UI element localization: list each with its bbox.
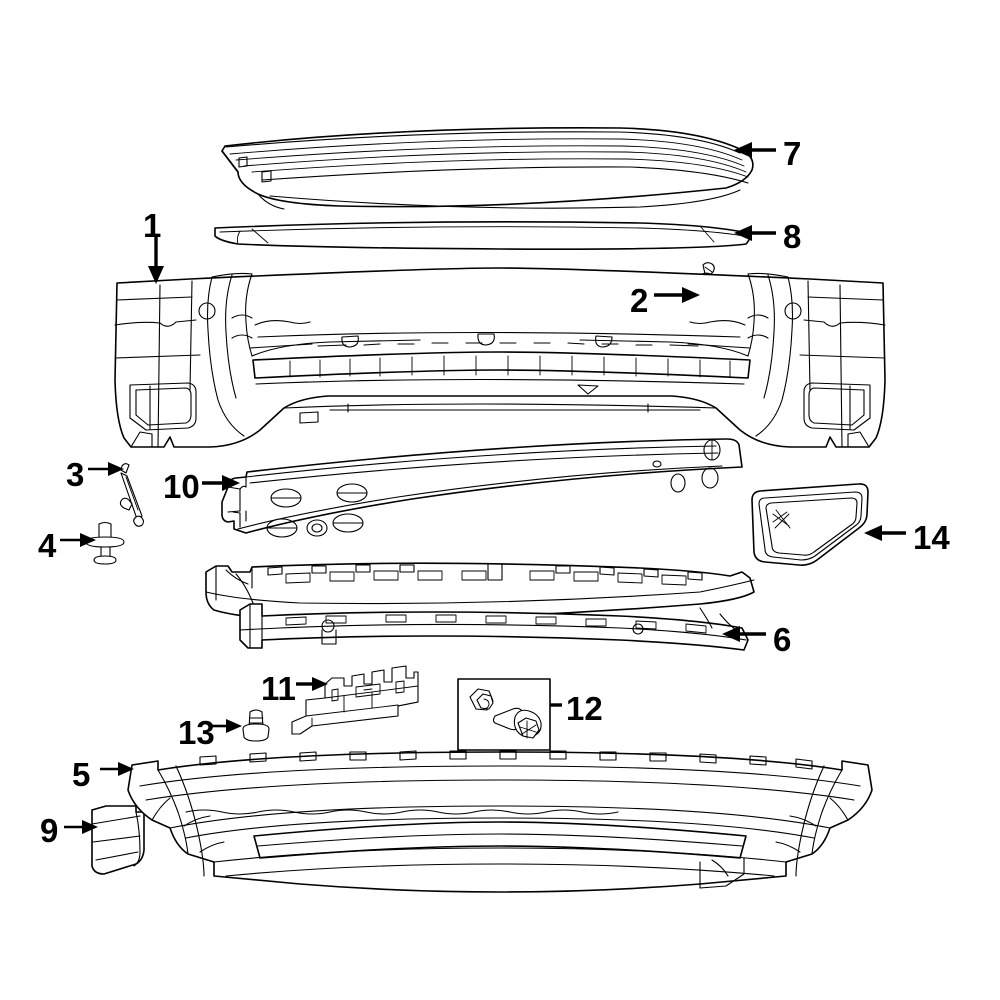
callout-label-8: 8 xyxy=(783,218,802,255)
part-4-push-pin-fastener xyxy=(85,521,125,565)
part-11-mounting-bracket xyxy=(291,665,419,735)
part-10-impact-absorber-bar xyxy=(221,438,743,538)
callout-label-5: 5 xyxy=(72,756,91,793)
callout-label-1: 1 xyxy=(143,207,162,244)
part-14-exhaust-bezel-trim xyxy=(751,483,869,566)
part-3-clip-rivet xyxy=(119,463,145,527)
callout-label-6: 6 xyxy=(773,621,792,658)
part-12-nut-and-bolt-kit xyxy=(457,678,551,751)
callout-leaders xyxy=(60,142,906,834)
callout-label-14: 14 xyxy=(913,519,950,556)
callout-label-10: 10 xyxy=(163,468,200,505)
part-5-lower-valance-panel xyxy=(127,750,873,893)
callout-label-12: 12 xyxy=(566,690,603,727)
callout-label-11: 11 xyxy=(261,670,296,707)
part-13-screw-grommet xyxy=(242,709,270,742)
callout-label-3: 3 xyxy=(66,456,85,493)
callout-label-13: 13 xyxy=(178,714,215,751)
callout-label-7: 7 xyxy=(783,135,802,172)
part-9-tow-hook-cover xyxy=(91,805,145,875)
part-7-upper-trim-molding xyxy=(221,127,754,210)
callout-label-2: 2 xyxy=(630,282,649,319)
part-1-rear-bumper-cover xyxy=(114,267,886,448)
part-6-bumper-reinforcement-rail xyxy=(205,562,755,651)
part-8-upper-filler-molding xyxy=(214,220,751,250)
callout-label-9: 9 xyxy=(40,812,59,849)
callout-label-4: 4 xyxy=(38,527,57,564)
